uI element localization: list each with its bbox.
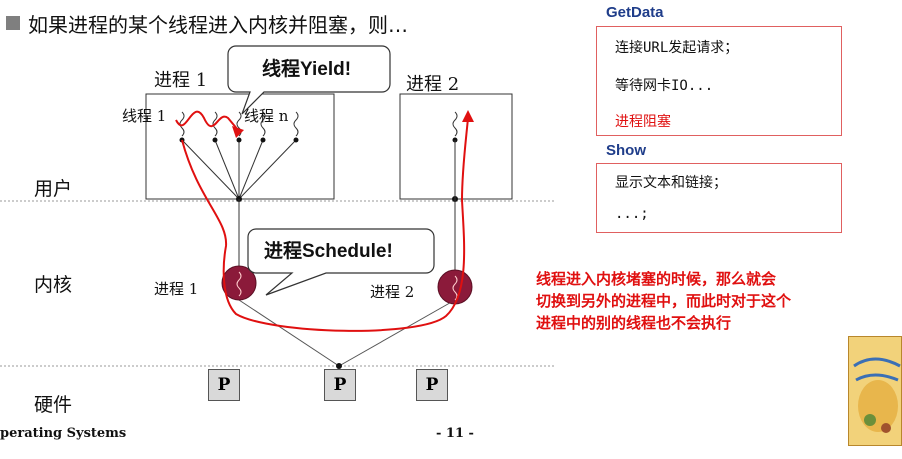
thread1-label: 线程 1 [122, 107, 167, 125]
show-line-1: 显示文本和链接； [615, 175, 727, 191]
cpu-box-3: P [416, 369, 448, 401]
getdata-line-2: 等待网卡IO... [615, 78, 714, 94]
show-line-2: ...; [615, 206, 649, 222]
layer-hardware-label: 硬件 [34, 394, 73, 416]
process1-label: 进程 1 [154, 70, 208, 91]
layer-user-label: 用户 [34, 178, 73, 200]
show-title: Show [606, 142, 646, 159]
footer-title: perating Systems [0, 426, 127, 441]
kernel-process2-label: 进程 2 [370, 283, 415, 301]
process2-label: 进程 2 [406, 74, 460, 95]
schedule-path [181, 117, 469, 332]
show-box: 显示文本和链接； ...; [596, 163, 842, 233]
kernel-process1-circle [221, 265, 257, 301]
schedule-bubble-text: 进程Schedule! [264, 241, 393, 262]
getdata-line-3: 进程阻塞 [615, 114, 671, 130]
cpu-box-2: P [324, 369, 356, 401]
note-line-3: 进程中的别的线程也不会执行 [536, 314, 732, 332]
slide-heading: 如果进程的某个线程进入内核并阻塞，则… [28, 13, 408, 37]
schedule-bubble-shape [247, 228, 435, 296]
kernel-process2-circle [437, 269, 473, 305]
heading-bullet [6, 16, 20, 30]
cpu-box-1: P [208, 369, 240, 401]
yield-bubble-text: 线程Yield! [262, 59, 352, 80]
kernel-process1-label: 进程 1 [154, 280, 199, 298]
layer-kernel-label: 内核 [34, 274, 73, 296]
note-line-1: 线程进入内核堵塞的时候，那么就会 [536, 270, 777, 288]
process1-thread-lines [181, 139, 297, 200]
getdata-title: GetData [606, 4, 664, 21]
note-line-2: 切换到另外的进程中，而此时对于这个 [536, 292, 792, 310]
process2-box [399, 93, 513, 200]
explanation-note: 线程进入内核堵塞的时候，那么就会 切换到另外的进程中，而此时对于这个 进程中的别… [536, 268, 791, 334]
threadn-label: 线程 n [244, 107, 289, 125]
hardware-links [238, 299, 456, 380]
yield-path [175, 110, 239, 131]
getdata-line-1: 连接URL发起请求； [615, 40, 739, 56]
page-number: - 11 - [436, 426, 474, 441]
getdata-box: 连接URL发起请求； 等待网卡IO... 进程阻塞 [596, 26, 842, 136]
process1-box [145, 93, 335, 200]
yield-bubble-shape [227, 45, 391, 115]
book-cover-image [848, 336, 902, 446]
